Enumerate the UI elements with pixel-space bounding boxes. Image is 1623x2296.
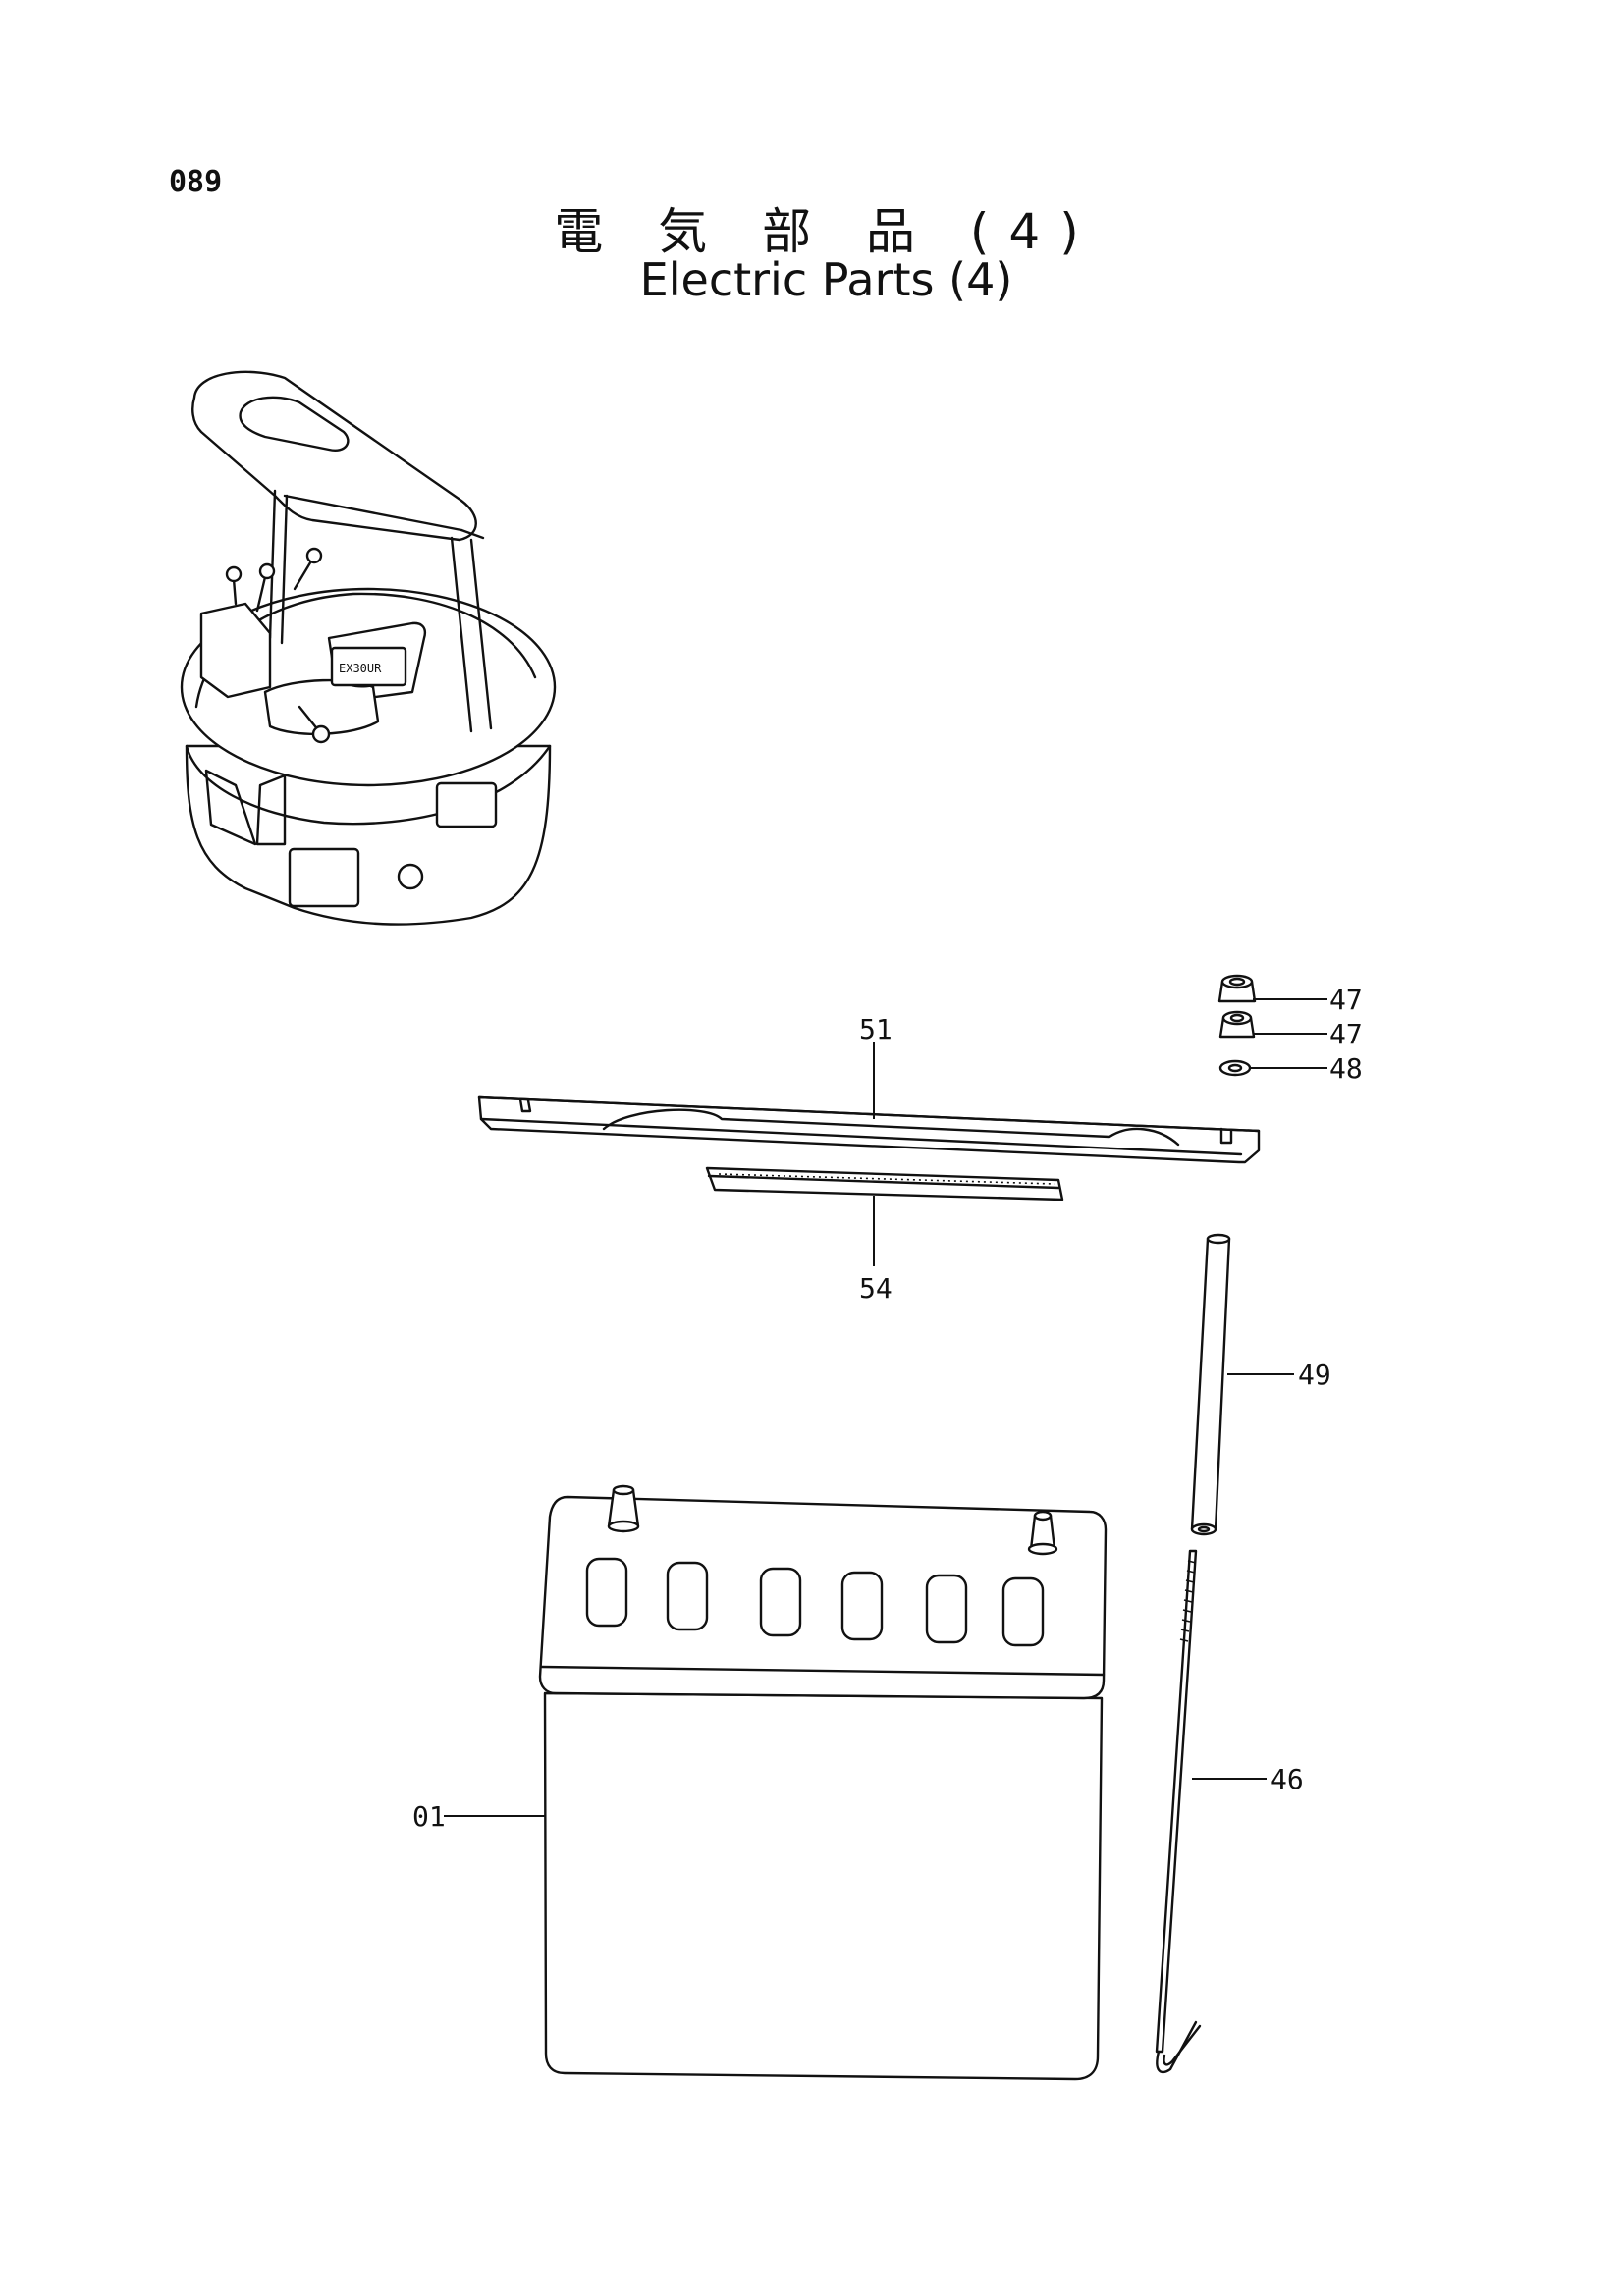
- callout-54: 54: [859, 1272, 893, 1305]
- leader-lines: [444, 998, 1327, 1817]
- page-title-english: Electric Parts (4): [639, 253, 1013, 306]
- callout-47-lower: 47: [1329, 1018, 1363, 1050]
- callout-49: 49: [1298, 1359, 1331, 1391]
- page-title-japanese: 電 気 部 品 (4): [554, 203, 1099, 260]
- part-51-hold-down-bracket: [477, 1095, 1261, 1164]
- callout-46: 46: [1271, 1763, 1304, 1795]
- callout-47-upper: 47: [1329, 984, 1363, 1016]
- part-46-hook-rod: [1155, 1549, 1202, 2074]
- machine-overview-illustration: EX30UR: [180, 370, 557, 926]
- callout-01: 01: [412, 1800, 446, 1833]
- callout-48: 48: [1329, 1052, 1363, 1085]
- part-48-washer: [1218, 1059, 1252, 1077]
- part-47-nut-lower: [1218, 1010, 1256, 1039]
- battery-cell-caps: [585, 1557, 1045, 1647]
- part-01-battery: [538, 1484, 1108, 2081]
- page-number: 089: [169, 165, 223, 199]
- callout-51: 51: [859, 1013, 893, 1045]
- callout-labels: 47 47 48 51 54 49 46 01: [412, 984, 1363, 1833]
- part-49-sleeve: [1190, 1233, 1231, 1536]
- part-54-rubber-pad: [705, 1166, 1064, 1201]
- overview-model-label: EX30UR: [339, 662, 382, 675]
- part-47-nut-upper: [1217, 974, 1257, 1003]
